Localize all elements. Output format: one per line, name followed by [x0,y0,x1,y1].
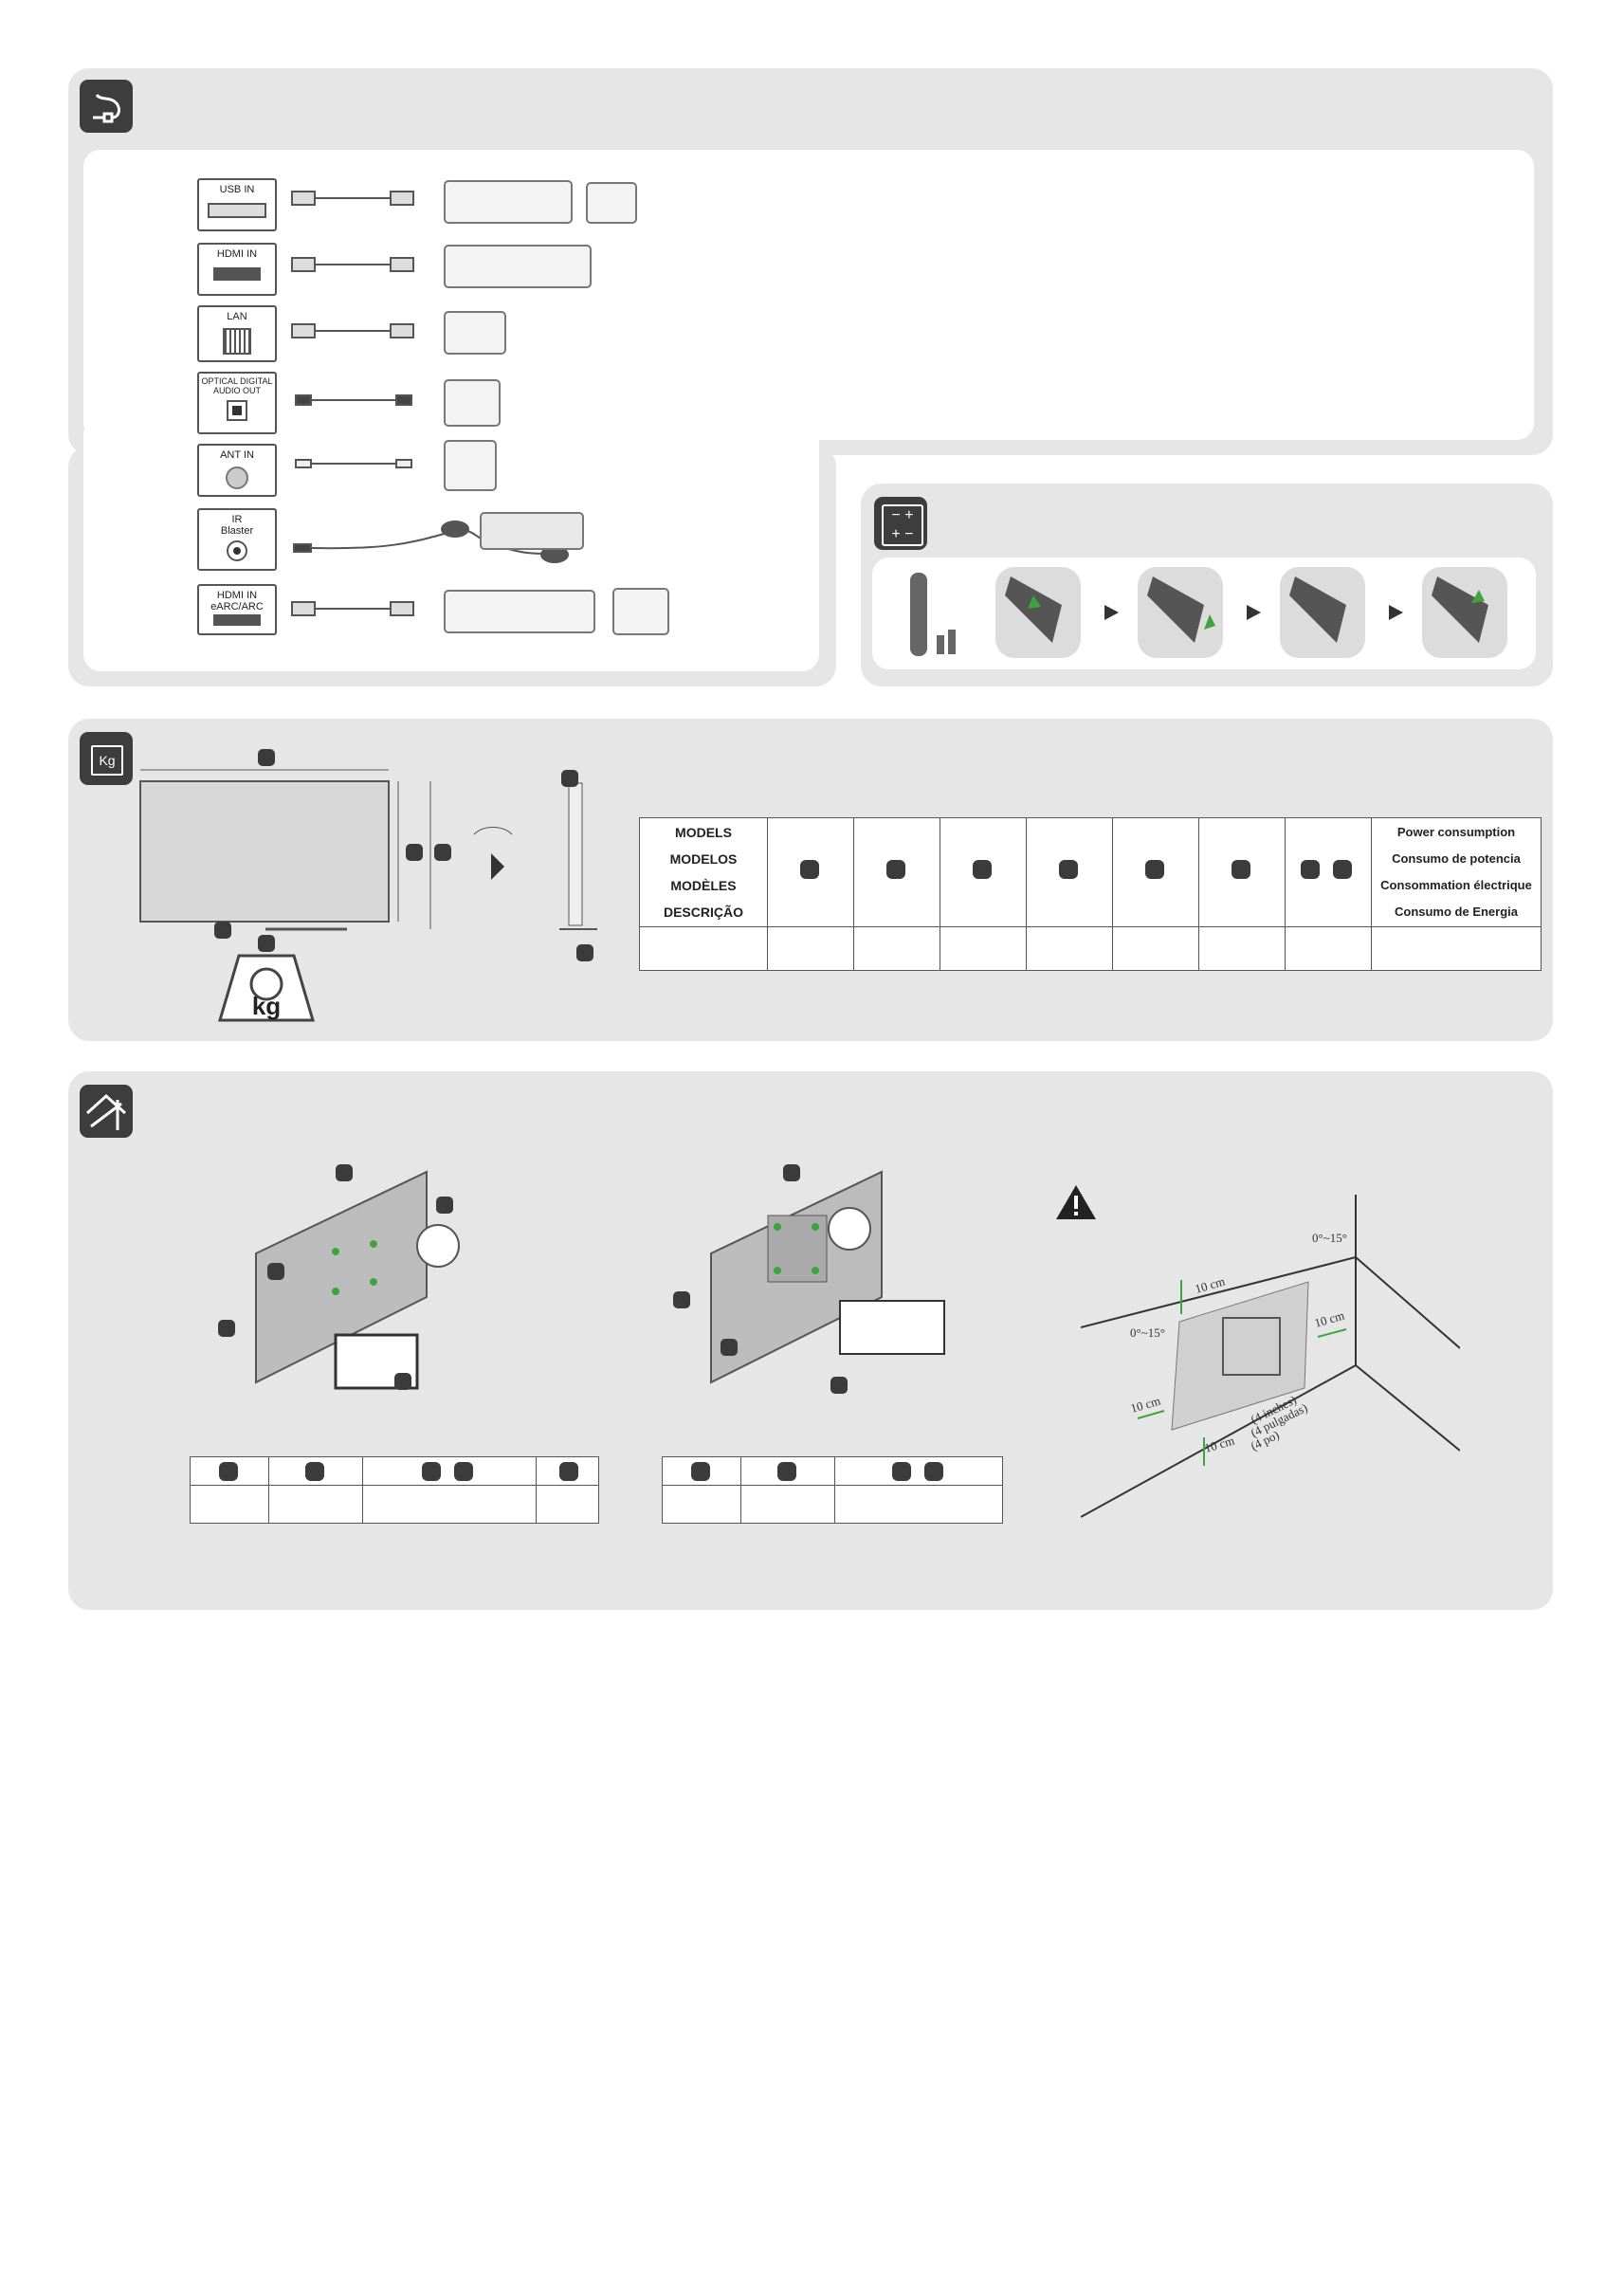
wall-mount-bracket-illustration [673,1164,945,1394]
table-cell [767,926,854,971]
mount-table-left [190,1456,599,1524]
port-label: HDMI IN [216,248,258,260]
port-label: IR Blaster [220,514,254,538]
clearance-bottom: 10 cm [1203,1434,1236,1455]
table-cell [740,1456,835,1486]
col-weight [1285,817,1372,927]
table-cell [362,1485,537,1524]
set-top-box-device [480,512,584,550]
models-label-es: MODELOS [669,851,738,867]
battery-icon: − + + − [874,497,927,550]
optical-out-port: OPTICAL DIGITAL AUDIO OUT [197,372,277,434]
table-cell [268,1485,363,1524]
table-cell [834,1485,1003,1524]
table-cell [268,1456,363,1486]
kg-label: kg [252,992,281,1020]
col-c [940,817,1027,927]
plus-sign: + [904,507,914,523]
port-label: USB IN [219,184,255,195]
ir-blaster-port: IR Blaster [197,508,277,571]
earc-speaker-device [612,588,669,635]
usb-in-port: USB IN [197,178,277,231]
table-cell [1026,926,1113,971]
ant-in-port: ANT IN [197,444,277,497]
power-label-fr: Consommation électrique [1380,878,1532,892]
port-label: OPTICAL DIGITAL AUDIO OUT [201,376,273,395]
usb-stick-device [586,182,637,224]
power-label-en: Power consumption [1396,825,1516,839]
table-cell [1371,926,1542,971]
clearance-top: 10 cm [1194,1274,1227,1296]
col-b [853,817,940,927]
col-d [1026,817,1113,927]
table-cell [1198,926,1286,971]
speaker-device [444,379,501,427]
port-label: ANT IN [220,449,254,461]
cable-icon [80,80,133,133]
wall-mount-rear-illustration [218,1164,460,1390]
warning-icon [1056,1185,1096,1219]
table-cell [834,1456,1003,1486]
table-cell [639,926,768,971]
antenna-device [444,440,497,491]
table-cell [940,926,1027,971]
minus-sign: − [904,526,914,542]
power-header: Power consumption Consumo de potencia Co… [1371,817,1542,927]
weight-icon: Kg [80,732,133,785]
usb-storage-device [444,180,573,224]
col-e [1112,817,1199,927]
table-cell [662,1485,741,1524]
hdmi-earc-port: HDMI IN eARC/ARC [197,584,277,635]
col-f [1198,817,1286,927]
tv-dimensions-illustration: kg [139,749,597,1022]
wall-clearance-illustration: 10 cm 10 cm 10 cm 10 cm 0°~15° 0°~15° (4… [1081,1195,1460,1518]
col-a [767,817,854,927]
models-label-pt: DESCRIÇÃO [663,905,743,920]
port-label: LAN [227,311,247,322]
table-cell [190,1456,269,1486]
table-cell [1112,926,1199,971]
angle-top: 0°~15° [1312,1231,1347,1245]
earc-devices [444,590,595,633]
power-label-es: Consumo de potencia [1392,851,1521,866]
table-cell [536,1485,599,1524]
port-label: HDMI IN eARC/ARC [210,590,264,613]
models-header: MODELS MODELOS MODÈLES DESCRIÇÃO [639,817,768,927]
kg-label-small: Kg [91,745,123,776]
lan-port: LAN [197,305,277,362]
table-cell [853,926,940,971]
table-cell [662,1456,741,1486]
minus-sign: − [891,507,901,523]
clearance-right: 10 cm [1313,1308,1346,1330]
angle-left: 0°~15° [1130,1325,1165,1340]
table-cell [190,1485,269,1524]
table-cell [740,1485,835,1524]
wall-mount-icon [80,1085,133,1138]
table-cell [1285,926,1372,971]
models-label-fr: MODÈLES [670,878,737,893]
mount-table-right [662,1456,1003,1524]
table-cell [536,1456,599,1486]
table-cell [362,1456,537,1486]
plus-sign: + [891,526,901,542]
hdmi-devices [444,245,592,288]
remote-battery-steps [910,567,1507,658]
hdmi-in-port: HDMI IN [197,243,277,296]
models-label-en: MODELS [675,825,732,840]
spec-table: MODELS MODELOS MODÈLES DESCRIÇÃO Power c… [639,817,1542,971]
router-device [444,311,506,355]
power-label-pt: Consumo de Energia [1394,905,1519,919]
